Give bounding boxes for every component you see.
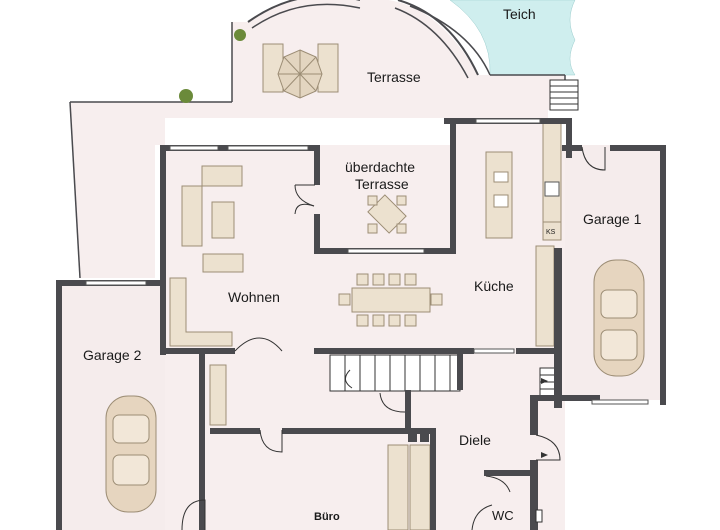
kitchen-counter: KS	[535, 121, 562, 347]
pond: Teich	[449, 0, 576, 76]
garage-2: Garage 2	[62, 284, 165, 530]
room-label-kueche: Küche	[474, 278, 514, 294]
sofa-icon	[181, 165, 244, 273]
covered-terrace: überdachte Terrasse	[318, 148, 450, 248]
room-label-wc: WC	[492, 508, 514, 523]
outdoor-stairs-icon	[549, 79, 579, 111]
dining-table-icon	[338, 273, 443, 327]
corner-sofa-icon	[169, 277, 233, 347]
room-label-buero: Büro	[314, 511, 340, 523]
room-label-teich: Teich	[503, 6, 536, 22]
office-cabinets	[209, 364, 431, 530]
room-label-terrasse: Terrasse	[367, 69, 421, 85]
room-label-ueberdachte-terrasse: Terrasse	[355, 176, 409, 192]
car-icon	[593, 259, 645, 377]
room-label-garage2: Garage 2	[83, 347, 142, 363]
table-icon	[367, 194, 407, 234]
fridge-label: KS	[546, 229, 556, 236]
stairs-icon	[329, 354, 461, 392]
windows	[85, 118, 649, 405]
room-label-ueberdachte: überdachte	[345, 159, 415, 175]
door-swing-icon	[181, 146, 606, 530]
room-label-diele: Diele	[459, 432, 491, 448]
room-label-garage1: Garage 1	[583, 211, 642, 227]
car-icon	[105, 395, 157, 513]
room-label-wohnen: Wohnen	[228, 289, 280, 305]
kitchen-island	[485, 151, 513, 239]
parasol-icon	[262, 43, 339, 99]
garage-1: Garage 1	[565, 145, 665, 400]
